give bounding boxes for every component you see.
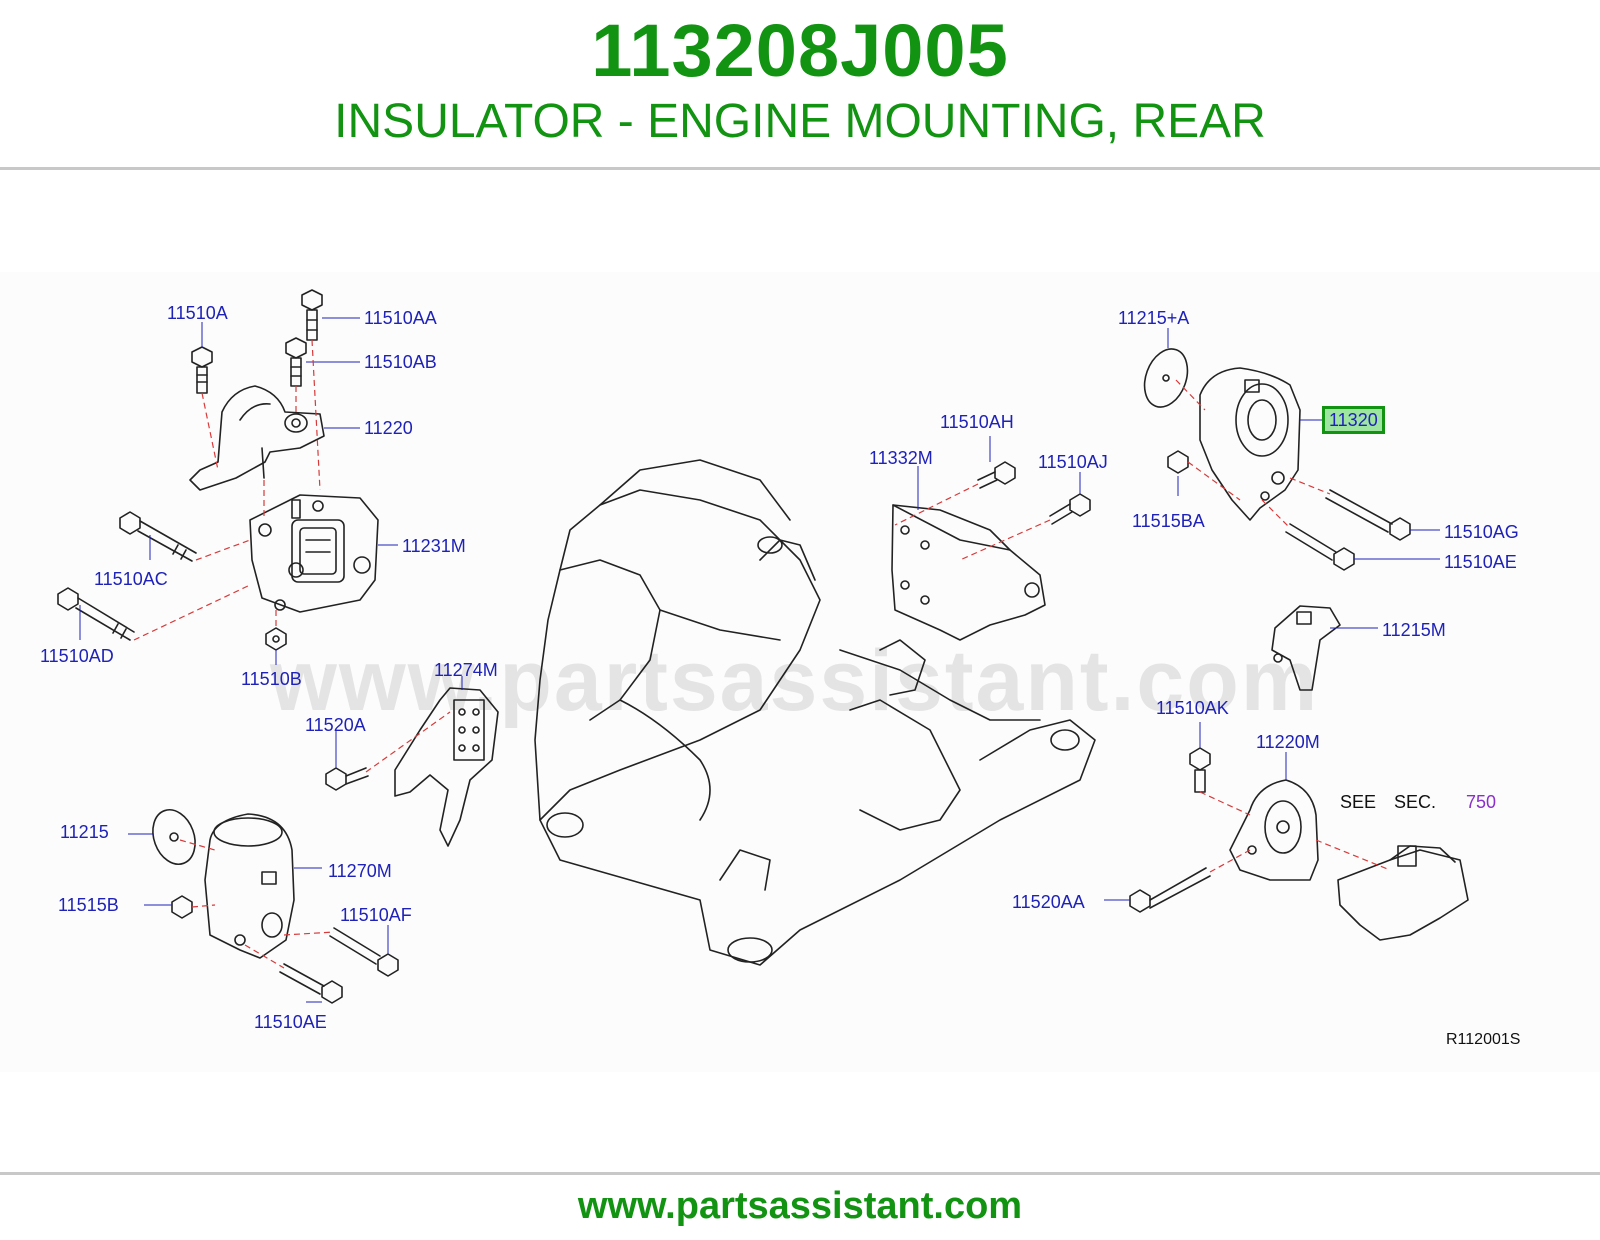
callout-11510ab[interactable]: 11510AB <box>364 352 437 372</box>
callout-11320-highlighted[interactable]: 11320 <box>1322 406 1385 434</box>
callout-11510a[interactable]: 11510A <box>167 303 228 323</box>
callout-11270m[interactable]: 11270M <box>328 861 392 881</box>
callout-11510ak[interactable]: 11510AK <box>1156 698 1229 718</box>
diagram-area <box>0 272 1600 1072</box>
sec-label: SEC. <box>1394 792 1437 812</box>
insulator-11220m <box>1229 779 1319 881</box>
bolt-11520a <box>325 767 369 791</box>
callout-11220[interactable]: 11220 <box>364 418 413 438</box>
callout-11220m[interactable]: 11220M <box>1256 732 1320 752</box>
nut-11515b <box>171 895 193 919</box>
reference-code: R112001S <box>1446 1031 1521 1048</box>
callout-11510ad[interactable]: 11510AD <box>40 646 114 666</box>
callout-11510aa[interactable]: 11510AA <box>364 308 437 328</box>
bolt-11510ag <box>1325 489 1411 541</box>
bolt-11520aa <box>1129 867 1211 913</box>
crossmember-sec-750 <box>1337 845 1469 941</box>
callout-11510aj[interactable]: 11510AJ <box>1038 452 1108 472</box>
bracket-11220 <box>189 385 325 491</box>
callout-11215[interactable]: 11215 <box>60 822 109 842</box>
nut-11515ba <box>1167 450 1189 474</box>
part-name-subtitle: INSULATOR - ENGINE MOUNTING, REAR <box>334 95 1266 148</box>
callout-11520aa[interactable]: 11520AA <box>1012 892 1085 912</box>
see-label: SEE <box>1340 792 1377 812</box>
callout-11510ae-left[interactable]: 11510AE <box>254 1012 327 1032</box>
footer-divider <box>0 1172 1600 1175</box>
washer-11215 <box>152 809 196 865</box>
callout-11274m[interactable]: 11274M <box>434 660 498 680</box>
page-header: 113208J005 INSULATOR - ENGINE MOUNTING, … <box>0 0 1600 168</box>
callout-11515b[interactable]: 11515B <box>58 895 119 915</box>
engine-subframe-assembly <box>534 459 1096 966</box>
bolt-11510aj <box>1049 493 1091 525</box>
bolt-11510aa <box>301 289 323 341</box>
callout-11332m[interactable]: 11332M <box>869 448 933 468</box>
bolt-11510ab <box>285 337 307 387</box>
bolt-11510a <box>191 346 213 394</box>
callout-11510ah[interactable]: 11510AH <box>940 412 1014 432</box>
callout-11510ae-right[interactable]: 11510AE <box>1444 552 1517 572</box>
bracket-11215m <box>1271 605 1341 691</box>
callout-11215m[interactable]: 11215M <box>1382 620 1446 640</box>
callout-11510ac[interactable]: 11510AC <box>94 569 168 589</box>
bolt-11510ak <box>1189 747 1211 793</box>
footer-website-link[interactable]: www.partsassistant.com <box>577 1185 1023 1227</box>
bracket-11332m <box>891 504 1046 641</box>
insulator-11320 <box>1199 367 1301 521</box>
insulator-11270m <box>204 813 295 959</box>
mount-block-11231m <box>249 494 379 613</box>
callout-11510b[interactable]: 11510B <box>241 669 302 689</box>
bolt-11510ad <box>57 587 135 641</box>
bolt-11510ae-right <box>1285 523 1355 571</box>
washer-11215a <box>1143 348 1189 408</box>
bolt-11510ah <box>977 461 1016 489</box>
watermark-text: www.partsassistant.com <box>270 633 1320 729</box>
section-750-link[interactable]: 750 <box>1466 792 1497 812</box>
callout-11510af[interactable]: 11510AF <box>340 905 412 925</box>
bracket-11274m <box>394 687 499 847</box>
part-number-title: 113208J005 <box>591 9 1009 92</box>
bolt-11510ac <box>119 511 197 562</box>
callout-11515ba[interactable]: 11515BA <box>1132 511 1205 531</box>
callout-11520a[interactable]: 11520A <box>305 715 366 735</box>
callout-11215a[interactable]: 11215+A <box>1118 308 1190 328</box>
bolt-11510ae-left <box>279 963 343 1004</box>
callout-11510ag[interactable]: 11510AG <box>1444 522 1519 542</box>
callout-11231m[interactable]: 11231M <box>402 536 466 556</box>
header-divider <box>0 167 1600 170</box>
nut-11510b <box>265 627 287 651</box>
